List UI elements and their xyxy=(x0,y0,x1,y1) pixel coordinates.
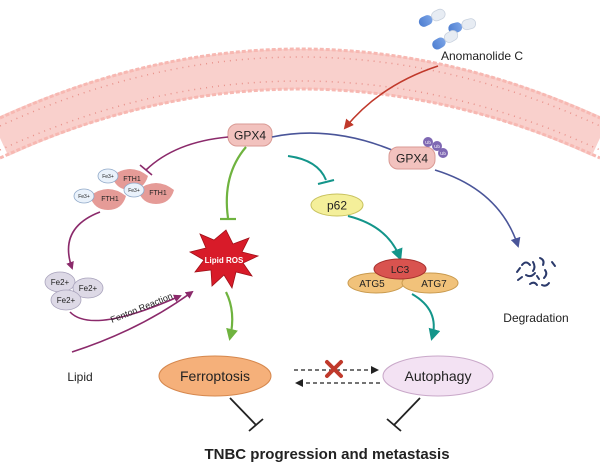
fenton-arrow xyxy=(69,294,182,322)
p62-lc3-arrow xyxy=(347,215,403,261)
gpx4-ub-link xyxy=(271,132,393,151)
ubiquitin-chain: Ub Ub Ub xyxy=(423,137,448,158)
svg-text:Ub: Ub xyxy=(425,140,431,145)
autophagy-node xyxy=(382,355,494,397)
atg5-label: ATG5 xyxy=(359,279,385,290)
svg-text:Fe2+: Fe2+ xyxy=(57,296,76,305)
ferroptosis-label: Ferroptosis xyxy=(180,368,250,384)
svg-text:Ub: Ub xyxy=(440,151,446,156)
svg-text:Fe3+: Fe3+ xyxy=(78,194,90,200)
gpx4-ub-node xyxy=(388,146,436,170)
outcome-label: TNBC progression and metastasis xyxy=(204,446,449,463)
svg-text:FTH1: FTH1 xyxy=(101,196,119,203)
svg-text:Fe2+: Fe2+ xyxy=(51,278,70,287)
lc3-label: LC3 xyxy=(391,265,410,276)
ferroptosis-node xyxy=(158,355,272,397)
complex-autophagy-arrow xyxy=(411,293,441,341)
atg7-label: ATG7 xyxy=(421,279,447,290)
autophagy-outcome-inhibit xyxy=(393,397,421,426)
degradation-label: Degradation xyxy=(503,311,568,325)
lipid-arrow xyxy=(71,290,194,353)
lipid-ros-burst xyxy=(188,229,260,290)
autophagy-complex: LC3 ATG5 ATG7 xyxy=(347,258,459,294)
drug-arrow xyxy=(343,65,439,130)
p62-node xyxy=(310,193,364,217)
pill-icon xyxy=(418,8,477,50)
gpx4-label: GPX4 xyxy=(234,129,266,143)
svg-text:Fe3+: Fe3+ xyxy=(128,188,140,194)
degradation-icon xyxy=(516,257,556,287)
blocked-x-icon xyxy=(325,360,343,378)
drug-label: Anomanolide C xyxy=(441,49,523,63)
gpx4-fth1-link xyxy=(145,136,229,171)
gpx4-node xyxy=(227,123,273,147)
svg-text:FTH1: FTH1 xyxy=(149,190,167,197)
svg-text:Ub: Ub xyxy=(434,144,440,149)
ferritin-cluster: Fe3+ FTH1 Fe3+ FTH1 Fe3+ FTH1 xyxy=(73,168,174,210)
fenton-label: Fenton Reaction xyxy=(109,291,174,325)
fth1-fe2-arrow xyxy=(66,211,101,270)
p62-label: p62 xyxy=(327,199,347,213)
cell-membrane xyxy=(0,47,600,160)
degradation-arrow xyxy=(434,169,521,248)
autophagy-label: Autophagy xyxy=(405,368,472,384)
gpx4-ros-inhibit xyxy=(225,146,247,219)
gpx4-ub-label: GPX4 xyxy=(396,152,428,166)
svg-text:Fe2+: Fe2+ xyxy=(79,284,98,293)
lipid-ros-label: Lipid ROS xyxy=(205,256,244,265)
svg-text:FTH1: FTH1 xyxy=(123,176,141,183)
lipid-label: Lipid xyxy=(67,370,92,384)
gpx4-p62-inhibit xyxy=(287,155,327,181)
ferroptosis-outcome-inhibit xyxy=(229,397,257,426)
ros-ferroptosis-arrow xyxy=(225,291,238,341)
svg-text:Fe3+: Fe3+ xyxy=(102,174,114,180)
fe2-cluster: Fe2+ Fe2+ Fe2+ xyxy=(44,271,104,311)
